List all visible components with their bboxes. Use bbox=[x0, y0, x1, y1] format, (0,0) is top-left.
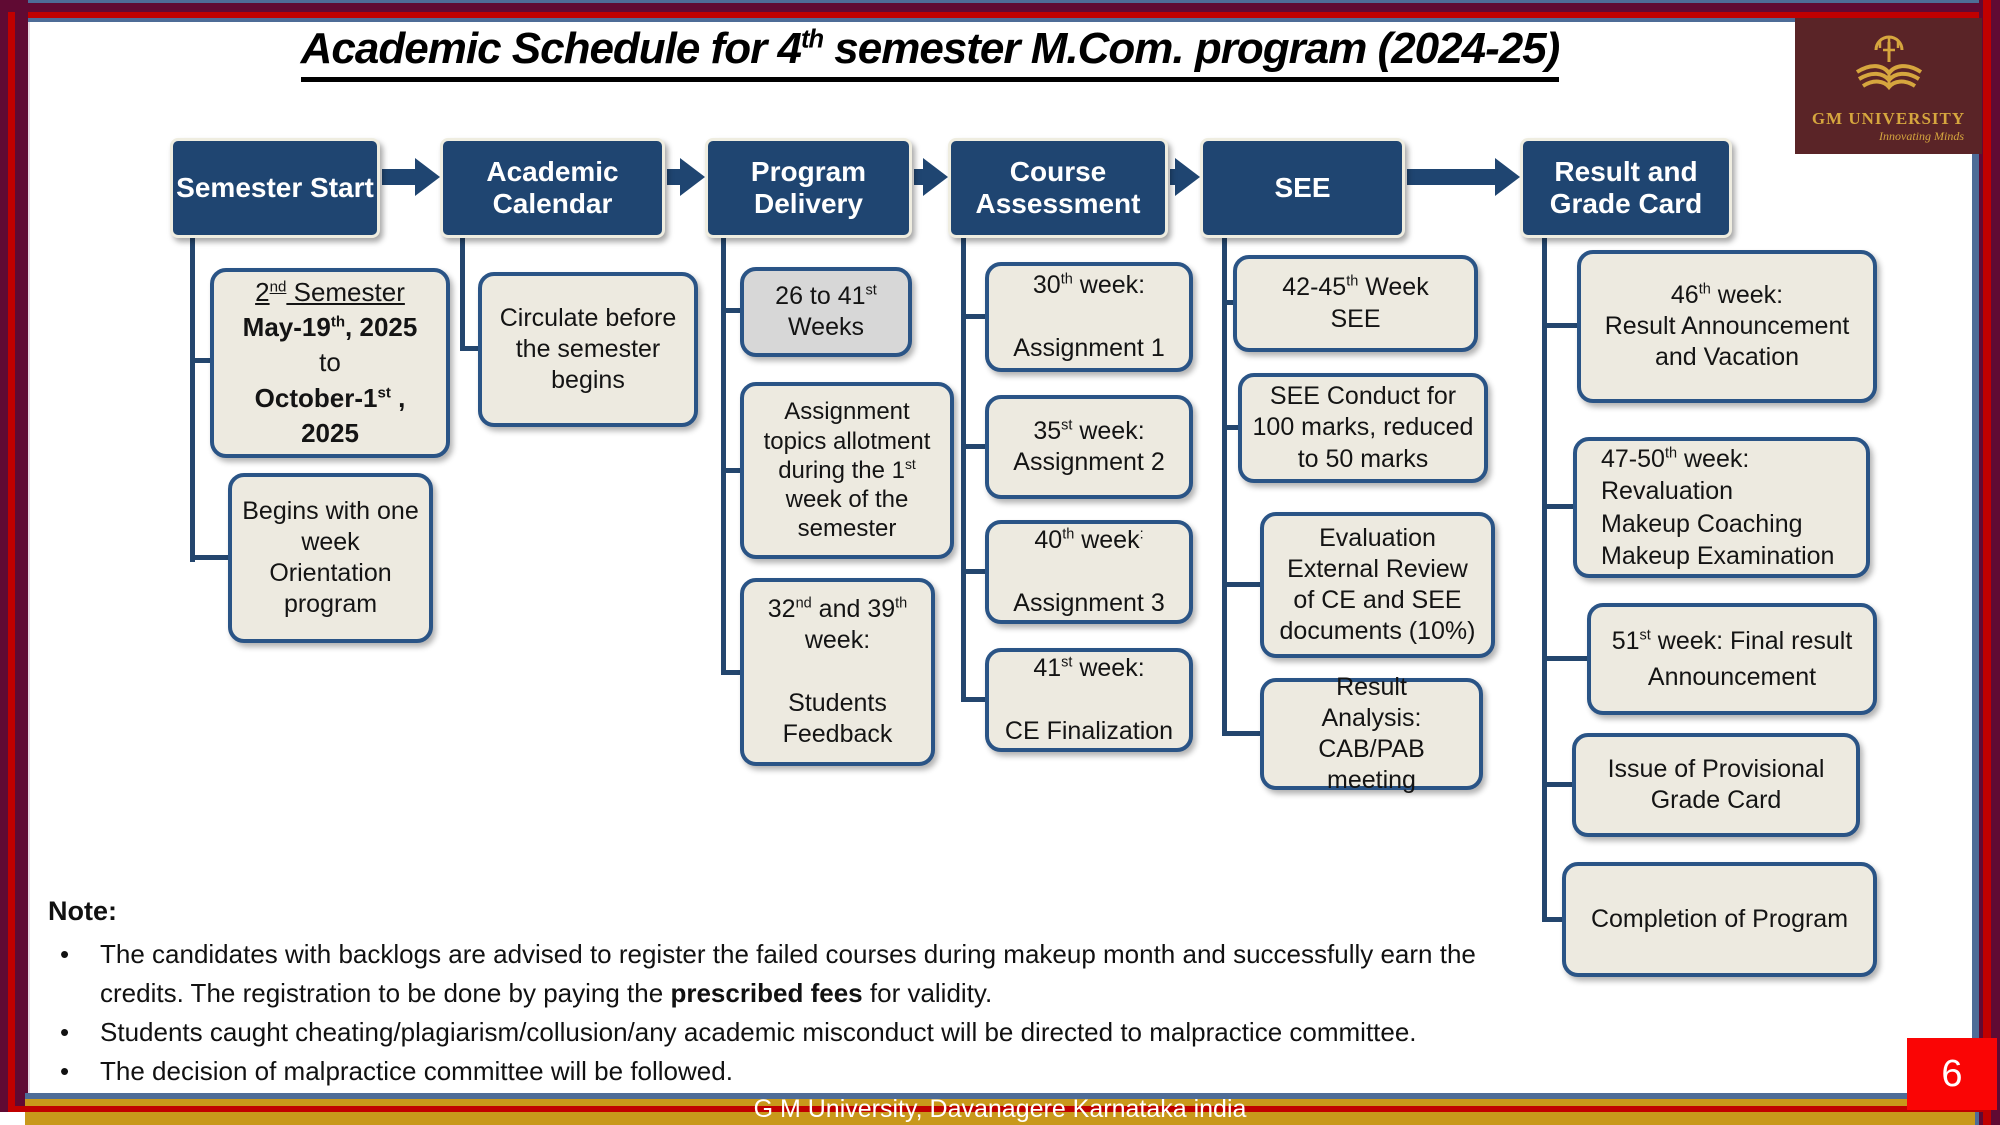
flow-box-assignment-topics-allotment: Assignment topics allotment during the 1… bbox=[740, 382, 954, 559]
logo-tagline: Innovating Minds bbox=[1879, 129, 1964, 143]
connector-line bbox=[1222, 582, 1262, 587]
flow-box-ce-finalization: 41st week:CE Finalization bbox=[985, 648, 1193, 752]
flow-box-result-analysis-cab-pab: Result Analysis: CAB/PAB meeting bbox=[1260, 673, 1483, 794]
top-border-red bbox=[0, 12, 2000, 18]
footer-band-slate bbox=[25, 1093, 1975, 1099]
footer-band-gold-upper bbox=[25, 1099, 1975, 1106]
slide-title-text: Academic Schedule for 4th semester M.Com… bbox=[300, 24, 1560, 82]
flow-box-26-to-41-weeks: 26 to 41st Weeks bbox=[740, 267, 912, 357]
footer-band-red bbox=[8, 1106, 1991, 1112]
flow-header-course-assessment: Course Assessment bbox=[948, 138, 1168, 238]
flow-box-assignment-3: 40th week:Assignment 3 bbox=[985, 520, 1193, 624]
connector-line bbox=[1542, 917, 1564, 922]
flow-header-program-delivery: Program Delivery bbox=[705, 138, 912, 238]
flow-box-see-conduct-100-marks: SEE Conduct for 100 marks, reduced to 50… bbox=[1238, 373, 1488, 483]
connector-line bbox=[1222, 300, 1235, 305]
right-border-red-stripe bbox=[1983, 0, 1991, 1125]
flow-box-orientation-program: Begins with one week Orientation program bbox=[228, 473, 433, 643]
flow-header-academic-calendar: Academic Calendar bbox=[440, 138, 665, 238]
connector-line bbox=[1542, 656, 1589, 661]
connector-line bbox=[721, 308, 742, 313]
flow-header-result-grade-card: Result and Grade Card bbox=[1520, 138, 1732, 238]
flow-box-result-announcement-vacation: 46th week:Result Announcement and Vacati… bbox=[1577, 250, 1877, 403]
logo-university-name: GM UNIVERSITY bbox=[1811, 109, 1966, 128]
slide-title: Academic Schedule for 4th semester M.Com… bbox=[80, 24, 1780, 82]
note-section: Note: The candidates with backlogs are a… bbox=[48, 896, 1728, 1091]
flow-box-assignment-2: 35st week:Assignment 2 bbox=[985, 395, 1193, 499]
flow-box-provisional-grade-card: Issue of Provisional Grade Card bbox=[1572, 733, 1860, 837]
flow-box-evaluation-external-review: Evaluation External Review of CE and SEE… bbox=[1260, 512, 1495, 658]
connector-line bbox=[961, 314, 987, 319]
note-label: Note: bbox=[48, 896, 117, 926]
connector-line bbox=[961, 697, 987, 702]
flow-box-completion-of-program: Completion of Program bbox=[1562, 862, 1877, 977]
connector-line bbox=[190, 358, 212, 363]
right-border-slate bbox=[1972, 18, 1979, 1125]
flow-header-see: SEE bbox=[1200, 138, 1405, 238]
university-logo: GM UNIVERSITY Innovating Minds bbox=[1795, 18, 1982, 154]
flow-arrow-icon bbox=[1407, 169, 1495, 185]
connector-line bbox=[190, 555, 230, 560]
flow-arrow-icon bbox=[914, 169, 923, 185]
connector-line bbox=[1542, 504, 1575, 509]
connector-line bbox=[460, 346, 480, 351]
connector-line bbox=[721, 238, 726, 675]
flow-header-semester-start: Semester Start bbox=[170, 138, 380, 238]
connector-line bbox=[961, 444, 987, 449]
page-number-badge: 6 bbox=[1907, 1038, 1997, 1110]
note-bullet-backlogs: The candidates with backlogs are advised… bbox=[48, 935, 1558, 1013]
connector-line bbox=[460, 238, 465, 351]
footer-university-text: G M University, Davanagere Karnataka ind… bbox=[753, 1095, 1247, 1123]
flow-box-assignment-1: 30th week:Assignment 1 bbox=[985, 262, 1193, 372]
top-border-maroon bbox=[0, 3, 2000, 12]
connector-line bbox=[961, 238, 966, 702]
flow-box-final-result-announcement: 51st week: Final result Announcement bbox=[1587, 603, 1877, 715]
flow-arrow-icon bbox=[1170, 169, 1175, 185]
logo-tree-book-icon bbox=[1847, 28, 1931, 107]
note-bullet-malpractice-decision: The decision of malpractice committee wi… bbox=[48, 1052, 1648, 1091]
top-border-slate-outer bbox=[0, 0, 2000, 3]
footer-band-gold-lower bbox=[25, 1112, 1975, 1125]
connector-line bbox=[190, 238, 195, 562]
connector-line bbox=[721, 670, 742, 675]
page-number: 6 bbox=[1941, 1052, 1963, 1095]
connector-line bbox=[1542, 782, 1574, 787]
flow-arrow-icon bbox=[667, 169, 680, 185]
connector-line bbox=[1222, 731, 1262, 736]
flow-box-students-feedback: 32nd and 39th week:Students Feedback bbox=[740, 578, 935, 766]
top-border-slate-inner bbox=[25, 18, 1975, 22]
connector-line bbox=[1542, 238, 1547, 922]
flow-box-circulate-before-semester: Circulate before the semester begins bbox=[478, 272, 698, 427]
connector-line bbox=[721, 468, 742, 473]
connector-line bbox=[1222, 238, 1227, 736]
note-bullet-malpractice-direct: Students caught cheating/plagiarism/coll… bbox=[48, 1013, 1648, 1052]
left-border-red-stripe bbox=[8, 12, 15, 1112]
flow-arrow-icon bbox=[382, 169, 415, 185]
connector-line bbox=[1542, 323, 1579, 328]
left-border-pink-line bbox=[28, 22, 30, 1093]
connector-line bbox=[961, 569, 987, 574]
connector-line bbox=[1222, 425, 1240, 430]
